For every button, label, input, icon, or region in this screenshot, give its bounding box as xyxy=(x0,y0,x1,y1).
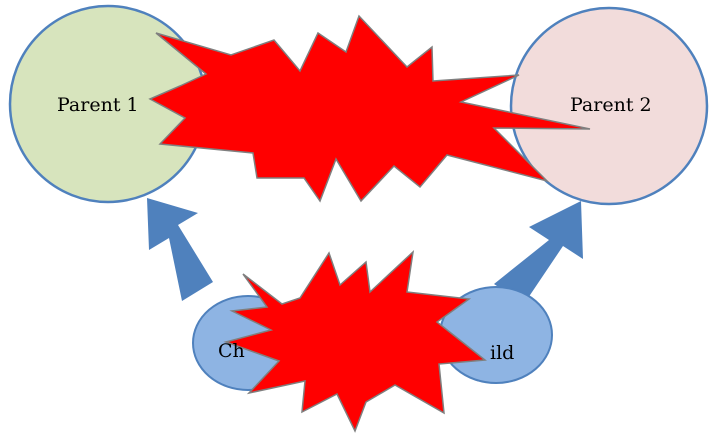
arrow-child-to-parent-1 xyxy=(147,198,213,301)
parent-2-label: Parent 2 xyxy=(570,94,652,116)
parent-1-label: Parent 1 xyxy=(57,94,139,116)
arrows xyxy=(147,198,583,304)
parent-2-node xyxy=(509,6,709,206)
explosion-top xyxy=(148,14,591,203)
child-label-left: Ch xyxy=(218,340,245,362)
child-label-right: ild xyxy=(490,342,514,364)
arrow-child-to-parent-2 xyxy=(494,201,583,304)
explosion-bottom xyxy=(223,249,487,433)
